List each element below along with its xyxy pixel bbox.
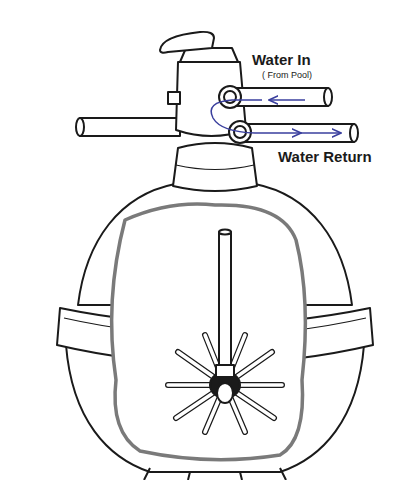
return-label: Water Return	[278, 149, 372, 166]
inlet-note: ( From Pool)	[262, 71, 312, 81]
inlet-label: Water In	[252, 52, 311, 69]
